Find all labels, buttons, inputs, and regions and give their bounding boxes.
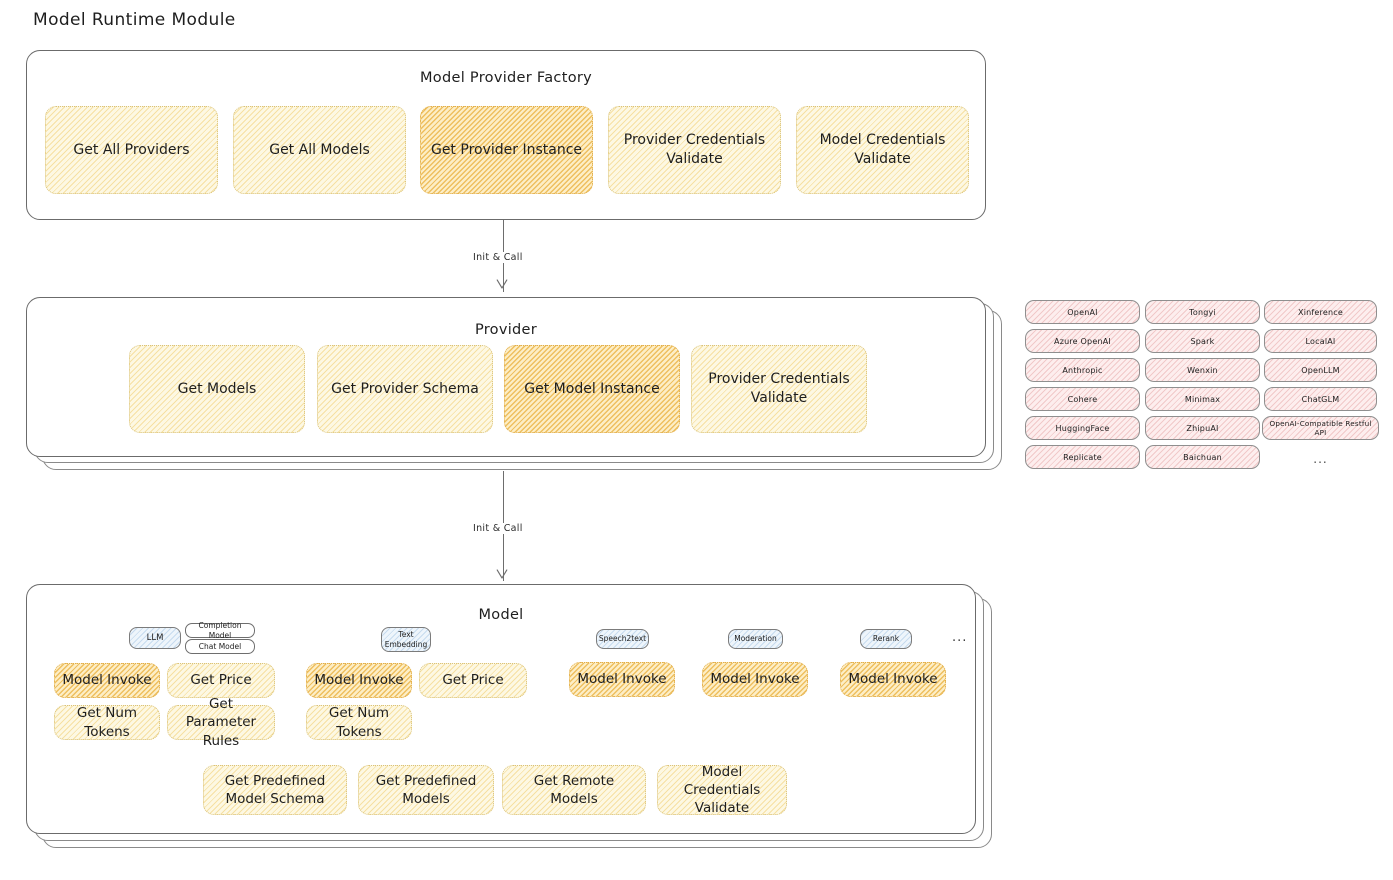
llm-op-get-price[interactable]: Get Price bbox=[167, 663, 275, 698]
factory-box-get-all-models[interactable]: Get All Models bbox=[233, 106, 406, 194]
provider-pill-openai-compatible-restful-api[interactable]: OpenAI-Compatible Restful API bbox=[1262, 416, 1379, 440]
text-embedding-op-get-price[interactable]: Get Price bbox=[419, 663, 527, 698]
provider-pill-wenxin[interactable]: Wenxin bbox=[1145, 358, 1260, 382]
model-type-badge-rerank[interactable]: Rerank bbox=[860, 629, 912, 649]
provider-pill-azure-openai[interactable]: Azure OpenAI bbox=[1025, 329, 1140, 353]
model-type-badge-moderation[interactable]: Moderation bbox=[728, 629, 783, 649]
provider-box-provider-credentials-validate[interactable]: Provider Credentials Validate bbox=[691, 345, 867, 433]
model-provider-factory-title: Model Provider Factory bbox=[419, 70, 593, 86]
rerank-op-model-invoke[interactable]: Model Invoke bbox=[840, 662, 946, 697]
provider-pill-replicate[interactable]: Replicate bbox=[1025, 445, 1140, 469]
model-sub-badge-chat-model[interactable]: Chat Model bbox=[185, 639, 255, 654]
provider-pill-zhipuai[interactable]: ZhipuAI bbox=[1145, 416, 1260, 440]
provider-pill-minimax[interactable]: Minimax bbox=[1145, 387, 1260, 411]
model-common-op-get-remote-models[interactable]: Get Remote Models bbox=[502, 765, 646, 815]
llm-op-get-num-tokens[interactable]: Get Num Tokens bbox=[54, 705, 160, 740]
text-embedding-op-get-num-tokens[interactable]: Get Num Tokens bbox=[306, 705, 412, 740]
provider-pill-tongyi[interactable]: Tongyi bbox=[1145, 300, 1260, 324]
text-embedding-op-model-invoke[interactable]: Model Invoke bbox=[306, 663, 412, 698]
provider-pill-spark[interactable]: Spark bbox=[1145, 329, 1260, 353]
model-common-op-get-predefined-model-schema[interactable]: Get Predefined Model Schema bbox=[203, 765, 347, 815]
factory-box-get-provider-instance[interactable]: Get Provider Instance bbox=[420, 106, 593, 194]
provider-box-get-models[interactable]: Get Models bbox=[129, 345, 305, 433]
provider-pill-huggingface[interactable]: HuggingFace bbox=[1025, 416, 1140, 440]
model-common-op-get-predefined-models[interactable]: Get Predefined Models bbox=[358, 765, 494, 815]
provider-box-get-model-instance[interactable]: Get Model Instance bbox=[504, 345, 680, 433]
provider-title: Provider bbox=[474, 322, 538, 338]
speech2text-op-model-invoke[interactable]: Model Invoke bbox=[569, 662, 675, 697]
factory-box-provider-credentials-validate[interactable]: Provider Credentials Validate bbox=[608, 106, 781, 194]
model-common-op-model-credentials-validate[interactable]: Model Credentials Validate bbox=[657, 764, 787, 816]
connector-provider-to-model-label: Init & Call bbox=[470, 523, 526, 534]
arrow-head-icon-top bbox=[496, 279, 508, 289]
provider-box-get-provider-schema[interactable]: Get Provider Schema bbox=[317, 345, 493, 433]
provider-pill-chatglm[interactable]: ChatGLM bbox=[1264, 387, 1377, 411]
factory-box-model-credentials-validate[interactable]: Model Credentials Validate bbox=[796, 106, 969, 194]
llm-op-model-invoke[interactable]: Model Invoke bbox=[54, 663, 160, 698]
model-type-badge-llm[interactable]: LLM bbox=[129, 627, 181, 649]
model-types-ellipsis: ... bbox=[952, 630, 968, 645]
llm-op-get-parameter-rules[interactable]: Get Parameter Rules bbox=[167, 696, 275, 749]
model-type-badge-text-embedding[interactable]: Text Embedding bbox=[381, 627, 431, 652]
model-sub-badge-completion-model[interactable]: Completion Model bbox=[185, 621, 255, 640]
provider-pill-openai[interactable]: OpenAI bbox=[1025, 300, 1140, 324]
provider-list-ellipsis: ... bbox=[1313, 452, 1328, 466]
provider-pill-xinference[interactable]: Xinference bbox=[1264, 300, 1377, 324]
model-type-badge-speech2text[interactable]: Speech2text bbox=[596, 629, 649, 649]
factory-box-get-all-providers[interactable]: Get All Providers bbox=[45, 106, 218, 194]
provider-pill-localai[interactable]: LocalAI bbox=[1264, 329, 1377, 353]
provider-pill-openllm[interactable]: OpenLLM bbox=[1264, 358, 1377, 382]
moderation-op-model-invoke[interactable]: Model Invoke bbox=[702, 662, 808, 697]
arrow-head-icon-bottom bbox=[496, 569, 508, 579]
connector-factory-to-provider-label: Init & Call bbox=[470, 252, 526, 263]
provider-pill-baichuan[interactable]: Baichuan bbox=[1145, 445, 1260, 469]
model-title: Model bbox=[478, 607, 524, 623]
provider-pill-cohere[interactable]: Cohere bbox=[1025, 387, 1140, 411]
page-title: Model Runtime Module bbox=[33, 10, 236, 30]
provider-pill-anthropic[interactable]: Anthropic bbox=[1025, 358, 1140, 382]
